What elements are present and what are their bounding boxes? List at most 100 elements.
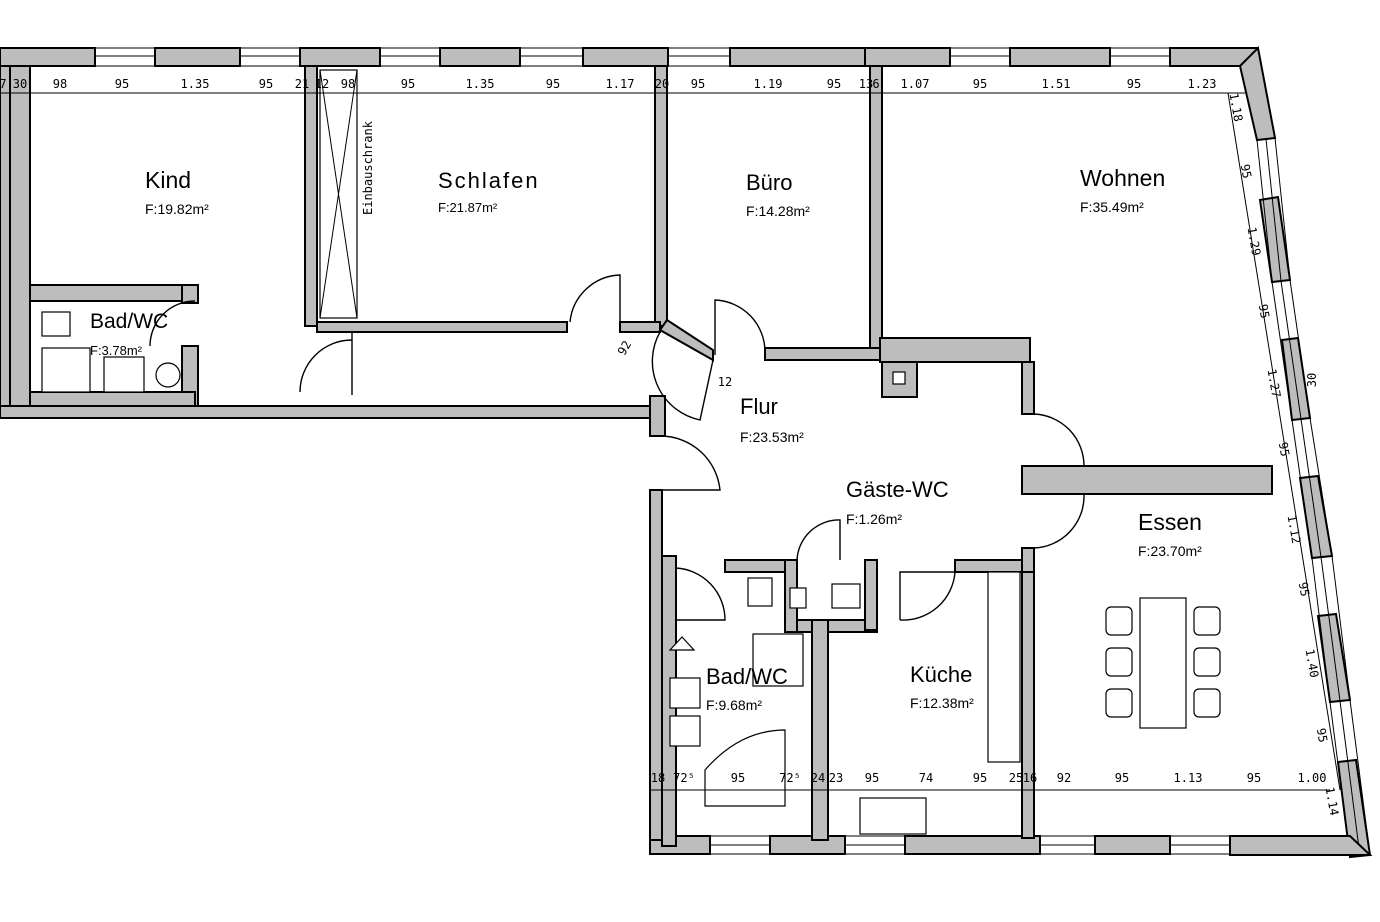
dim-top-label: 98 [341,77,355,91]
dim-top-label: 95 [827,77,841,91]
room-area-wohnen: F:35.49m² [1080,199,1144,215]
wall-shaft [881,361,918,398]
dim-top-label: 1.35 [181,77,210,91]
dim-bottom-label: 95 [1247,771,1261,785]
wall-schlafen-buero [654,65,668,327]
bad2-sink-2 [669,715,701,747]
gaeste-sink [789,587,807,609]
dim-top-label: 1.35 [466,77,495,91]
dim-bottom-label: 92 [1057,771,1071,785]
wall-corridor-end [649,395,666,437]
dim-right-label: 30 [1305,373,1319,387]
dim-top-label: 1.23 [1188,77,1217,91]
dim-bottom-label: 95 [731,771,745,785]
door-kueche [899,571,956,621]
room-name-kind: Kind [145,167,191,193]
dim-top-label: 95 [401,77,415,91]
wall-top-2 [154,47,241,67]
walls [0,45,1373,859]
bad1-sink [41,311,71,337]
wall-bad2-left [649,489,663,841]
wall-kueche-top [954,559,1031,573]
dim-bottom-label: 95 [973,771,987,785]
dim-right-label: 1.12 [1285,514,1304,545]
dim-bottom-label: 24 [811,771,825,785]
wall-bottom-4 [1094,835,1171,855]
wall-kueche-corner [1021,547,1035,573]
dim-top-label: 20 [655,77,669,91]
wall-bad1-right [181,284,199,304]
wall-top-7 [864,47,951,67]
dim-top-label: 12 [315,77,329,91]
wall-top-8 [1009,47,1111,67]
door-wohnen [1033,413,1085,467]
bad1-washbasin [103,356,145,393]
dim-bottom-label: 95 [865,771,879,785]
dim-top-label: 6 [872,77,879,91]
wall-kind-schlafen [304,65,318,327]
door-bad1 [149,300,196,347]
dim-right-label: 1.29 [1245,226,1264,257]
bad2-sink-1 [669,677,701,709]
dim-top-label: 95 [691,77,705,91]
dim-door-label: 92 [615,338,634,358]
room-area-kind: F:19.82m² [145,201,209,217]
dim-top-label: 95 [973,77,987,91]
door-flur-left [659,435,721,491]
dim-top-label: 1.17 [606,77,635,91]
wall-buero-wohnen [869,65,883,349]
dim-bottom-label: 72⁵ [673,771,695,785]
room-name-bad2: Bad/WC [706,664,788,689]
dining-chairs [1105,606,1221,718]
dimension-labels-right: 1.18 95 1.29 95 1.27 95 1.12 95 1.40 95 1.14 30 [1227,92,1342,817]
dim-bottom-label: 1.13 [1174,771,1203,785]
room-area-bad2: F:9.68m² [706,697,762,713]
wall-bottom-2 [769,835,846,855]
wall-bad2-top [724,559,791,573]
fixtures [41,69,1221,835]
wall-bad1-top [29,284,196,302]
room-name-bad1: Bad/WC [90,310,168,333]
wall-schlafen-bottom [316,321,568,333]
dim-bottom-label: 74 [919,771,933,785]
door-angled [651,331,714,421]
wall-essen-top [1021,465,1273,495]
dim-right-label: 95 [1314,727,1330,744]
room-area-essen: F:23.70m² [1138,543,1202,559]
dimension-lines [0,92,1341,791]
dim-right-label: 1.27 [1265,368,1284,399]
room-area-buero: F:14.28m² [746,203,810,219]
dim-right-label: 1.14 [1323,786,1342,817]
dim-right-label: 1.40 [1303,648,1322,679]
dim-top-label: 95 [1127,77,1141,91]
bad2-bidet [668,636,696,651]
dim-top-label: 30 [13,77,27,91]
room-name-essen: Essen [1138,509,1202,535]
dim-right-label: 95 [1296,581,1312,598]
dim-top-label: 95 [115,77,129,91]
dim-right-label: 95 [1256,303,1272,320]
wall-schlafen-bottom-2 [619,321,661,333]
kitchen-counter [987,571,1021,763]
dim-right-label: 1.18 [1227,92,1246,123]
dim-right-label: 95 [1238,163,1254,180]
dim-top-label: 21 [295,77,309,91]
bad2-shower [752,633,804,687]
dim-top-label: 98 [53,77,67,91]
gaeste-toilet [831,583,861,609]
kitchen-sink [859,797,927,835]
room-area-schlafen: F:21.87m² [438,200,498,215]
dim-top-label: 1.19 [754,77,783,91]
dim-right-label: 95 [1276,441,1292,458]
room-name-kueche: Küche [910,662,972,687]
doors [149,274,1085,621]
room-area-gaeste: F:1.26m² [846,511,902,527]
wall-top-6 [729,47,866,67]
wall-top-4 [439,47,521,67]
wall-bottom-5 [1229,835,1373,856]
dim-bottom-label: 25 [1009,771,1023,785]
